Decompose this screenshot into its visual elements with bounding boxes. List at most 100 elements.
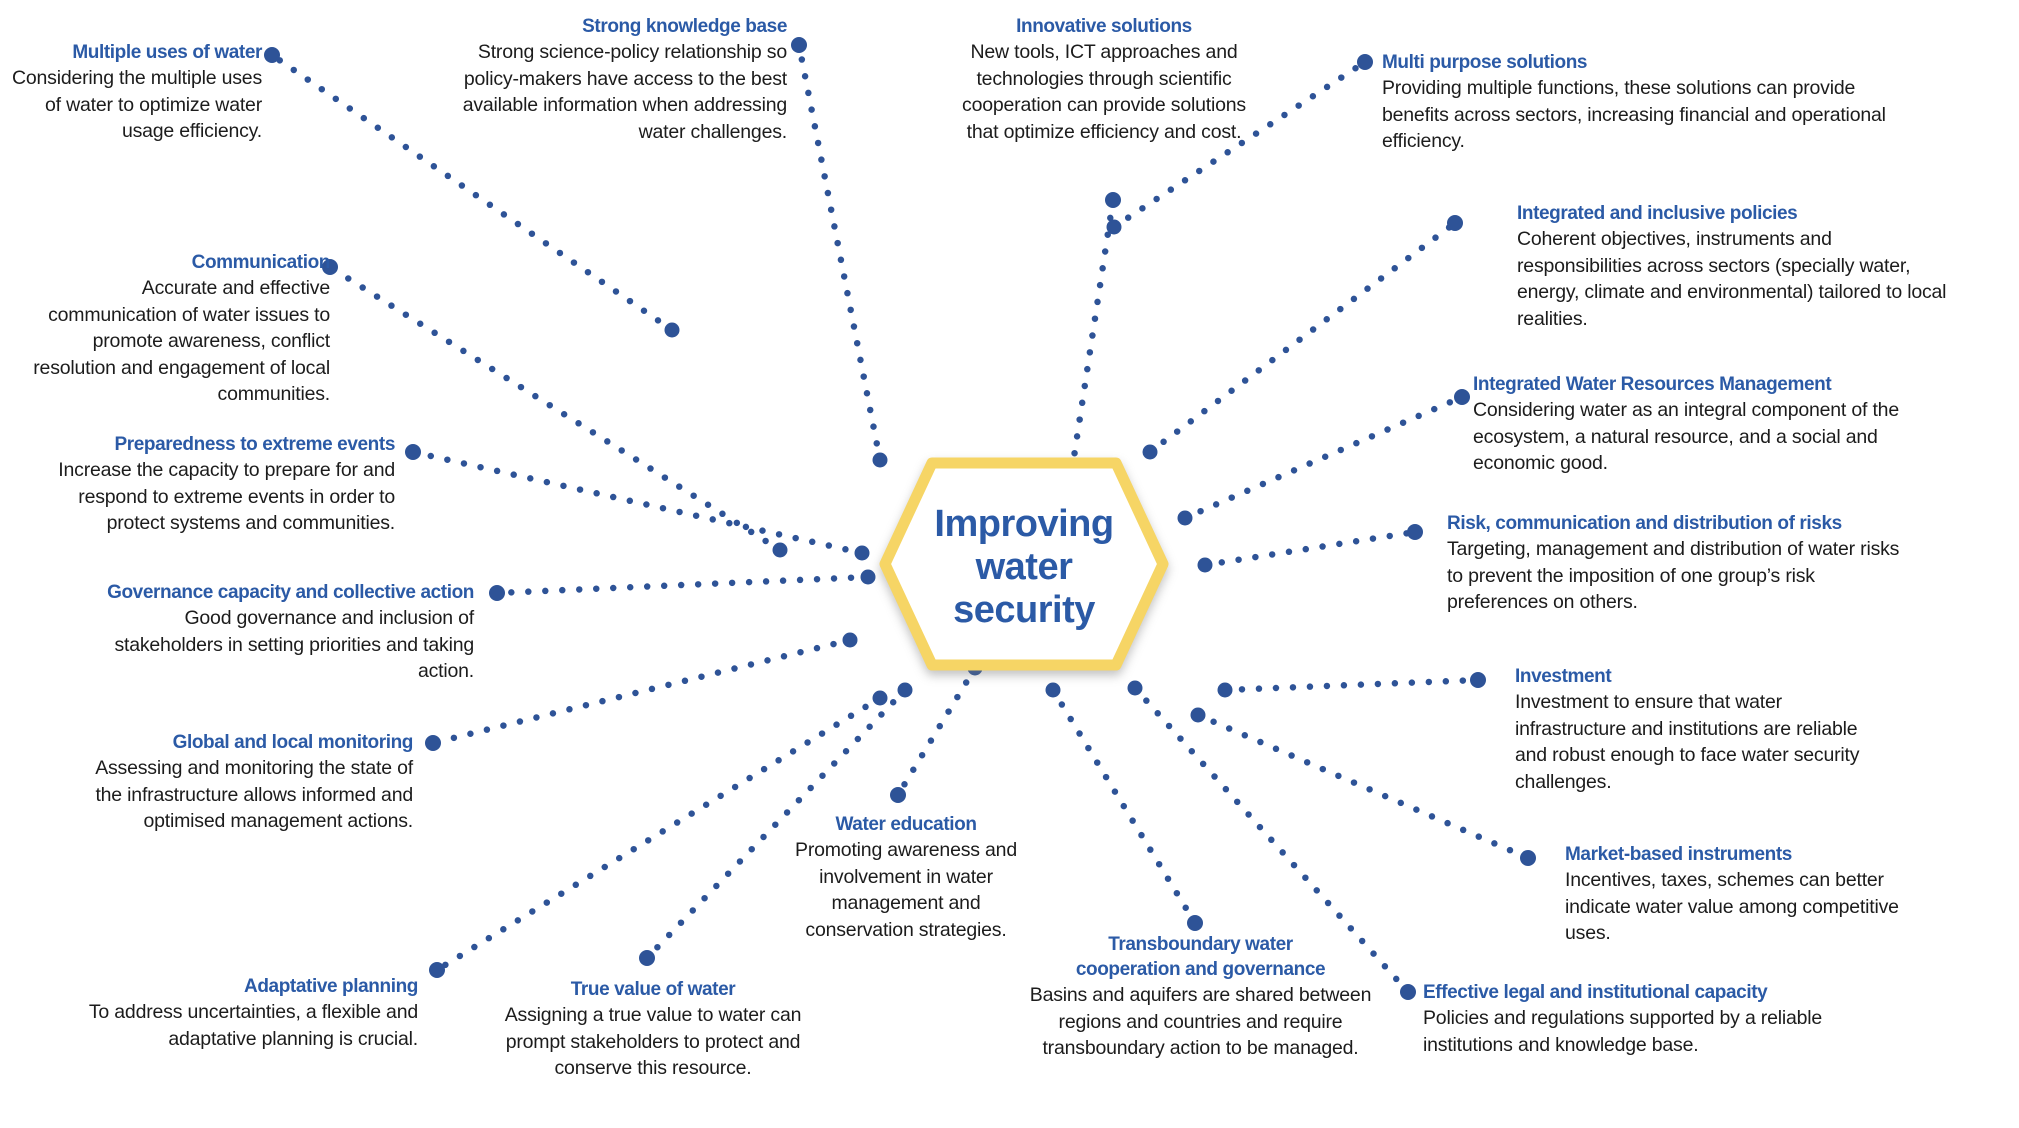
- anchor-dot-water-education: [890, 787, 906, 803]
- inner-dot-effective-legal: [1127, 680, 1143, 696]
- ray-multi-purpose: [1110, 58, 1369, 231]
- anchor-dot-communication: [322, 259, 338, 275]
- inner-dot-governance: [860, 569, 876, 585]
- topic-transboundary-cooperation: Transboundary water cooperation and gove…: [1028, 932, 1373, 1062]
- topic-body: Targeting, management and distribution o…: [1447, 538, 1900, 613]
- topic-communication: Communication Accurate and effective com…: [15, 250, 330, 408]
- topic-true-value-of-water: True value of water Assigning a true val…: [503, 977, 803, 1082]
- center-hexagon: [879, 457, 1169, 671]
- anchor-dot-multi-purpose: [1357, 54, 1373, 70]
- topic-title: Market-based instruments: [1565, 844, 1792, 865]
- topic-body: Accurate and effective communication of …: [33, 277, 330, 405]
- topic-body: Considering the multiple uses of water t…: [11, 67, 262, 142]
- inner-dot-true-value: [897, 682, 913, 698]
- topic-title: Integrated and inclusive policies: [1517, 203, 1798, 224]
- inner-dot-adaptative: [872, 690, 888, 706]
- inner-dot-iwrm: [1177, 510, 1193, 526]
- topic-body: Coherent objectives, instruments and res…: [1517, 228, 1947, 330]
- topic-risk-communication-distribution: Risk, communication and distribution of …: [1447, 511, 1912, 616]
- anchor-dot-true-value: [639, 950, 655, 966]
- inner-dot-multi-purpose: [1106, 219, 1122, 235]
- inner-dot-integrated-policies: [1142, 444, 1158, 460]
- anchor-dot-risk: [1407, 524, 1423, 540]
- topic-body: Incentives, taxes, schemes can better in…: [1565, 869, 1899, 944]
- topic-integrated-water-resources-management: Integrated Water Resources Management Co…: [1473, 372, 1903, 477]
- topic-body: Increase the capacity to prepare for and…: [58, 459, 395, 534]
- inner-dot-multiple-uses: [664, 322, 680, 338]
- inner-dot-strong-knowledge: [872, 452, 888, 468]
- ray-adaptative: [433, 694, 884, 974]
- topic-body: Assigning a true value to water can prom…: [504, 1004, 802, 1079]
- topic-innovative-solutions: Innovative solutions New tools, ICT appr…: [945, 14, 1263, 145]
- ray-innovative: [1068, 196, 1117, 474]
- topic-body: To address uncertainties, a flexible and…: [88, 1001, 418, 1050]
- topic-title: Preparedness to extreme events: [114, 434, 395, 455]
- anchor-dot-strong-knowledge: [791, 37, 807, 53]
- inner-dot-monitoring: [842, 632, 858, 648]
- anchor-dot-monitoring: [425, 735, 441, 751]
- topic-strong-knowledge-base: Strong knowledge base Strong science-pol…: [462, 14, 788, 145]
- topic-title: Transboundary water cooperation and gove…: [1075, 934, 1326, 980]
- topic-multiple-uses: Multiple uses of water Considering the m…: [10, 40, 262, 145]
- center-title-line2: water: [975, 546, 1073, 588]
- topic-body: Good governance and inclusion of stakeho…: [114, 607, 474, 682]
- topic-body: Considering water as an integral compone…: [1473, 399, 1899, 474]
- ray-communication: [326, 263, 784, 554]
- ray-risk: [1201, 528, 1419, 569]
- topic-effective-legal-institutional: Effective legal and institutional capaci…: [1423, 980, 1901, 1058]
- topic-investment: Investment Investment to ensure that wat…: [1515, 664, 1887, 795]
- topic-title: Integrated Water Resources Management: [1473, 374, 1832, 395]
- center-title: Improving water security: [885, 503, 1163, 632]
- topic-body: Strong science-policy relationship so po…: [462, 41, 788, 143]
- ray-strong-knowledge: [795, 41, 884, 464]
- ray-true-value: [643, 686, 909, 962]
- topic-water-education: Water education Promoting awareness and …: [775, 812, 1037, 943]
- ray-governance: [493, 573, 872, 597]
- inner-dot-market-based: [1190, 707, 1206, 723]
- topic-title: Communication: [191, 252, 331, 273]
- ray-integrated-policies: [1146, 219, 1459, 456]
- topic-adaptative-planning: Adaptative planning To address uncertain…: [18, 974, 419, 1052]
- ray-iwrm: [1181, 393, 1466, 522]
- topic-body: Providing multiple functions, these solu…: [1382, 77, 1886, 152]
- topic-title: Effective legal and institutional capaci…: [1423, 982, 1768, 1003]
- topic-title: Multiple uses of water: [72, 42, 262, 63]
- anchor-dot-integrated-policies: [1447, 215, 1463, 231]
- anchor-dot-iwrm: [1454, 389, 1470, 405]
- center-title-line3: security: [953, 589, 1095, 631]
- inner-dot-transboundary: [1045, 682, 1061, 698]
- ray-preparedness: [409, 448, 866, 557]
- topic-title: Investment: [1515, 666, 1612, 687]
- ray-investment: [1221, 676, 1482, 694]
- topic-multi-purpose-solutions: Multi purpose solutions Providing multip…: [1382, 50, 1887, 155]
- anchor-dot-adaptative: [429, 962, 445, 978]
- center-title-line1: Improving: [934, 503, 1114, 545]
- topic-body: New tools, ICT approaches and technologi…: [962, 41, 1246, 143]
- anchor-dot-governance: [489, 585, 505, 601]
- topic-title: Global and local monitoring: [172, 732, 414, 753]
- ray-transboundary: [1049, 686, 1199, 927]
- ray-market-based: [1194, 711, 1532, 862]
- topic-title: True value of water: [570, 979, 736, 1000]
- anchor-dot-market-based: [1520, 850, 1536, 866]
- topic-title: Multi purpose solutions: [1382, 52, 1588, 73]
- inner-dot-risk: [1197, 557, 1213, 573]
- ray-monitoring: [429, 636, 854, 747]
- topic-body: Assessing and monitoring the state of th…: [95, 757, 413, 832]
- topic-title: Adaptative planning: [244, 976, 418, 997]
- topic-title: Strong knowledge base: [582, 16, 787, 37]
- topic-title: Governance capacity and collective actio…: [107, 582, 474, 603]
- anchor-dot-investment: [1470, 672, 1486, 688]
- topic-market-based-instruments: Market-based instruments Incentives, tax…: [1565, 842, 1900, 947]
- topic-global-local-monitoring: Global and local monitoring Assessing an…: [83, 730, 413, 835]
- topic-body: Investment to ensure that water infrastr…: [1515, 691, 1860, 793]
- topic-title: Risk, communication and distribution of …: [1447, 513, 1842, 534]
- anchor-dot-multiple-uses: [264, 47, 280, 63]
- topic-title: Innovative solutions: [1016, 16, 1192, 37]
- anchor-dot-transboundary: [1187, 915, 1203, 931]
- topic-body: Policies and regulations supported by a …: [1423, 1007, 1823, 1056]
- inner-dot-investment: [1217, 682, 1233, 698]
- anchor-dot-innovative: [1105, 192, 1121, 208]
